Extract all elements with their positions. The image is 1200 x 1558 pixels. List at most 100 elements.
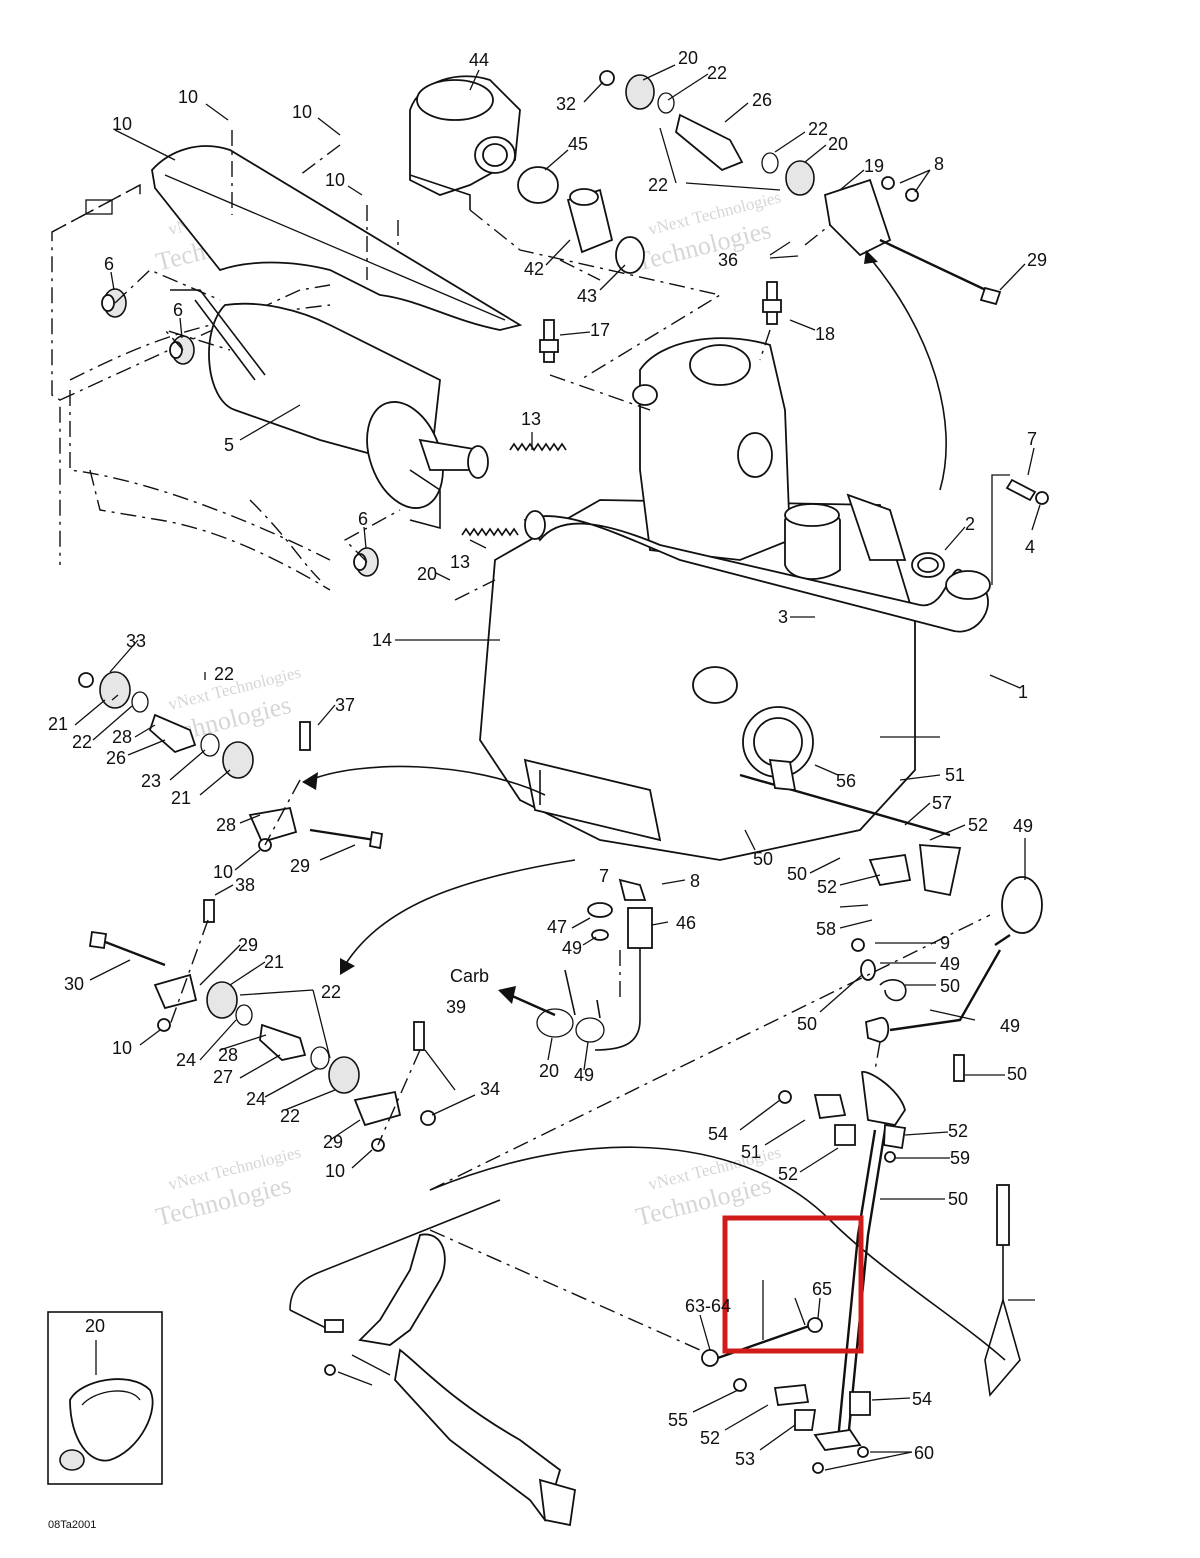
callout-28: 30	[64, 974, 84, 994]
callout-29: 33	[126, 631, 146, 651]
callout-49: 52	[700, 1428, 720, 1448]
callout-20: 22	[280, 1106, 300, 1126]
diagram-code: 08Ta2001	[48, 1519, 96, 1531]
callout-52: 57	[932, 793, 952, 813]
callout-52: 56	[836, 771, 856, 791]
callout-20: 20	[828, 134, 848, 154]
callout-50: 52	[948, 1121, 968, 1141]
callout-50: 52	[778, 1164, 798, 1184]
muffler	[170, 289, 489, 530]
callout-14: 14	[372, 630, 392, 650]
callout-31: 42	[524, 259, 544, 279]
assembly-arrows	[302, 250, 947, 975]
assembly-leaders	[114, 130, 991, 1351]
callout-41: 49	[940, 954, 960, 974]
callout-50: 52	[968, 815, 988, 835]
callout-23: 26	[752, 90, 772, 110]
highlight-box	[722, 1215, 864, 1354]
callout-49: 51	[741, 1142, 761, 1162]
callout-12: 10	[178, 87, 198, 107]
callout-30: 38	[235, 875, 255, 895]
callout-5: 5	[224, 435, 234, 455]
callout-53: 63-64	[685, 1296, 731, 1316]
callout-33: 44	[469, 50, 489, 70]
left-lower-damper-assembly	[88, 899, 436, 1152]
throttle-sensor	[536, 878, 653, 1051]
callout-12: 10	[325, 170, 345, 190]
callout-27: 29	[1027, 250, 1047, 270]
heat-shield	[151, 145, 523, 331]
exhaust-pipe	[523, 510, 991, 633]
callout-51: 55	[668, 1410, 688, 1430]
callout-22: 24	[176, 1050, 196, 1070]
throttle-cable	[289, 1146, 1021, 1397]
callout-10: 9	[940, 933, 950, 953]
callout-34: 45	[568, 134, 588, 154]
callout-13: 13	[450, 552, 470, 572]
engine-mount-bracket	[823, 176, 1002, 561]
callout-18: 20	[539, 1061, 559, 1081]
callout-51: 54	[708, 1124, 728, 1144]
callout-leaders	[74, 64, 1041, 1471]
callout-42: 50	[797, 1014, 817, 1034]
callout-21: 22	[321, 982, 341, 1002]
callout-12: 10	[292, 102, 312, 122]
spark-plugs	[539, 281, 782, 363]
callout-7: 7	[599, 866, 609, 886]
carburetor	[409, 75, 521, 210]
callout-11: 10	[112, 114, 132, 134]
callout-25: 28	[112, 727, 132, 747]
callout-15: 18	[815, 324, 835, 344]
brake-pedal	[324, 1233, 577, 1527]
callout-10: 10	[325, 1161, 345, 1181]
callout-22: 22	[808, 119, 828, 139]
intake-boot	[517, 166, 645, 274]
callout-40: 49	[1013, 816, 1033, 836]
callout-46: 50	[787, 864, 807, 884]
callout-39: 49	[1000, 1016, 1020, 1036]
exhaust-springs	[461, 442, 567, 537]
callout-50: 54	[912, 1389, 932, 1409]
callout-50: 52	[817, 877, 837, 897]
callout-30: 36	[718, 250, 738, 270]
callout-6: 6	[173, 300, 183, 320]
callout-8: 8	[690, 871, 700, 891]
callout-49: 51	[945, 765, 965, 785]
callout-52: 58	[816, 919, 836, 939]
callout-22: 22	[707, 63, 727, 83]
inset-box	[47, 1311, 163, 1485]
callout-32: 43	[577, 286, 597, 306]
callout-22: 22	[72, 732, 92, 752]
carb-label: Carb	[450, 966, 489, 986]
callout-9: 7	[1027, 429, 1037, 449]
callout-30: 37	[335, 695, 355, 715]
callout-10: 10	[112, 1038, 132, 1058]
callout-24: 27	[213, 1067, 233, 1087]
callout-19: 20	[417, 564, 437, 584]
callout-25: 28	[218, 1045, 238, 1065]
exhaust-gasket	[911, 474, 1049, 585]
callout-20: 20	[678, 48, 698, 68]
callout-28: 29	[290, 856, 310, 876]
callout-45: 50	[948, 1189, 968, 1209]
callout-29: 32	[556, 94, 576, 114]
callout-35: 46	[676, 913, 696, 933]
callout-16: 19	[864, 156, 884, 176]
callout-24: 26	[106, 748, 126, 768]
callout-3: 3	[778, 607, 788, 627]
callout-21: 22	[214, 664, 234, 684]
callout-15: 17	[590, 320, 610, 340]
callout-4: 4	[1025, 537, 1035, 557]
callout-10: 10	[213, 862, 233, 882]
callout-52: 60	[914, 1443, 934, 1463]
callout-52: 59	[950, 1148, 970, 1168]
callout-37: 49	[562, 938, 582, 958]
callout-20: 21	[48, 714, 68, 734]
callout-6: 6	[358, 509, 368, 529]
callout-30: 39	[446, 997, 466, 1017]
carb-direction-arrow: Carb	[450, 966, 556, 1017]
callout-22: 23	[141, 771, 161, 791]
callout-47: 50	[753, 849, 773, 869]
